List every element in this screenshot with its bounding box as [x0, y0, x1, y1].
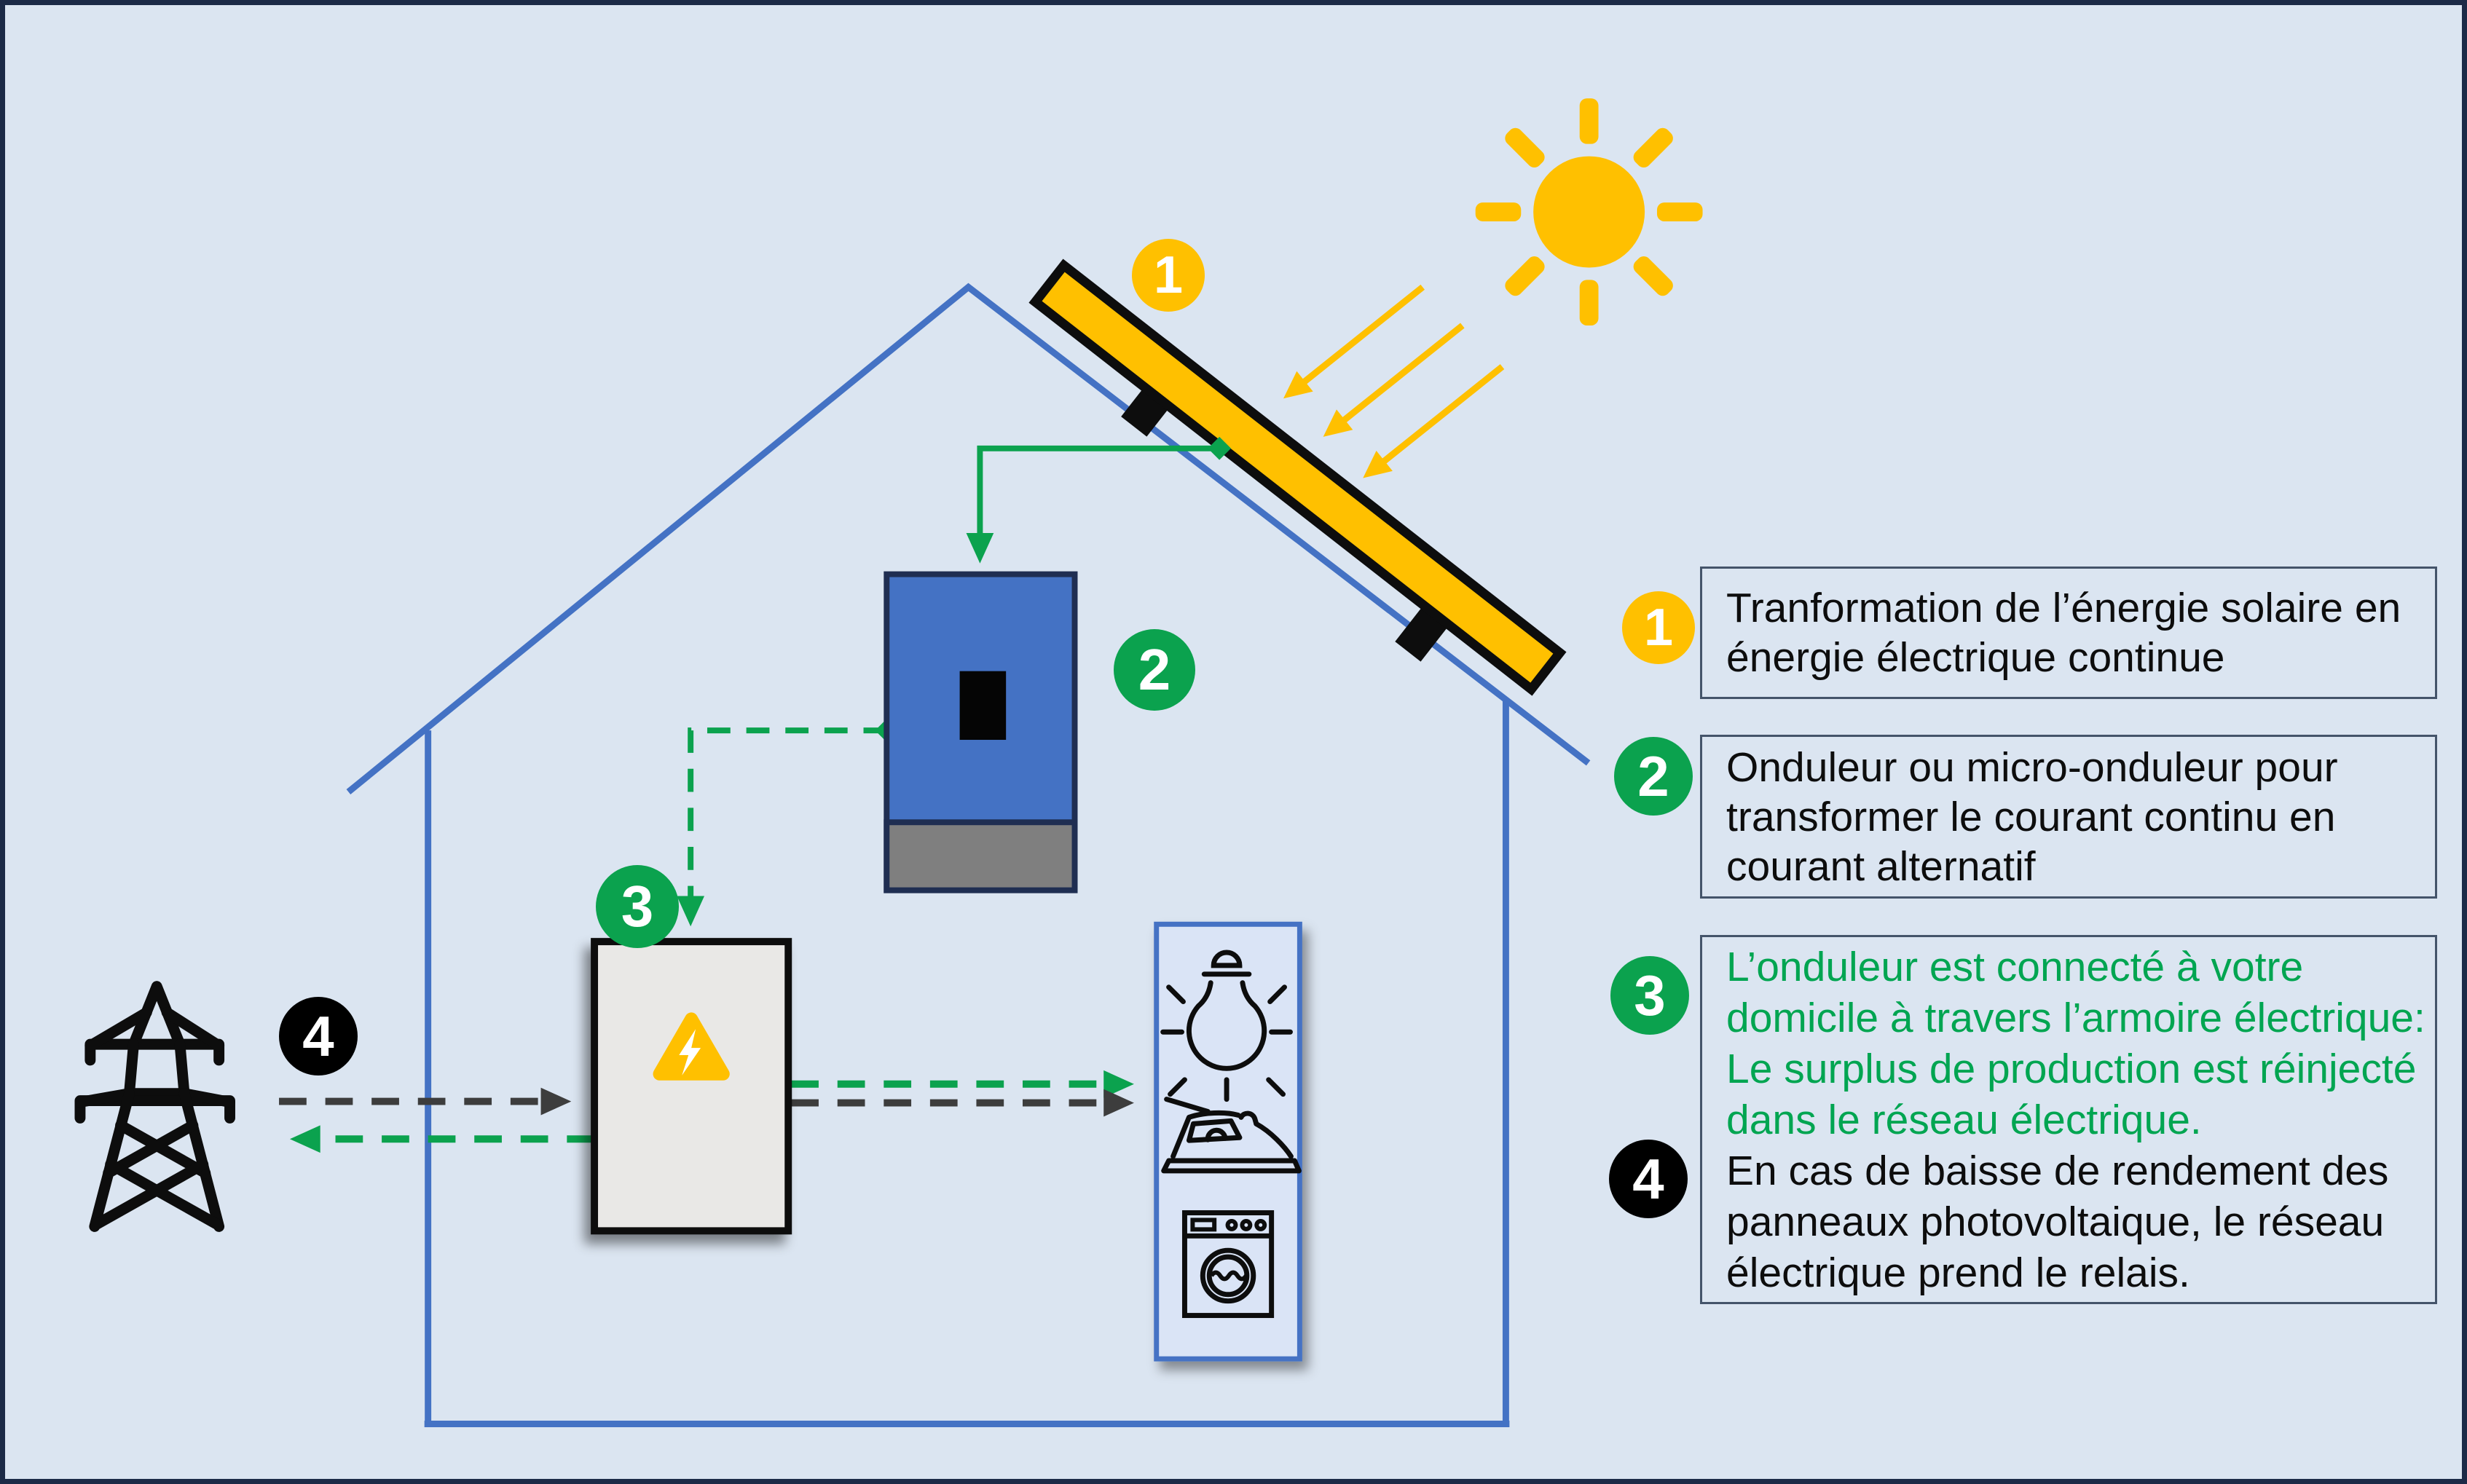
warning-triangle-icon — [653, 1012, 730, 1081]
sun-rays — [1475, 98, 1703, 325]
badge-step-2-number: 2 — [1138, 637, 1171, 702]
house-roof — [346, 283, 1591, 794]
sunlight-arrows — [1283, 284, 1505, 478]
legend-text-2: Onduleur ou micro-onduleur pour transfor… — [1726, 743, 2338, 890]
badge-legend-3: 3 — [1610, 956, 1689, 1035]
legend-text-1: Tranformation de l’énergie solaire en én… — [1726, 585, 2401, 681]
appliances-panel — [1154, 921, 1302, 1362]
inverter-base — [884, 819, 1078, 893]
badge-legend-4-number: 4 — [1632, 1147, 1664, 1211]
badge-legend-2: 2 — [1614, 737, 1693, 816]
solar-panel — [1028, 258, 1567, 696]
sun-icon — [1475, 98, 1703, 325]
inverter-screen — [959, 671, 1007, 741]
badge-step-3: 3 — [596, 865, 679, 948]
badge-legend-1: 1 — [1622, 591, 1695, 664]
badge-legend-3-number: 3 — [1634, 963, 1666, 1027]
light-bulb-icon — [1160, 950, 1293, 1102]
connector-inverter-to-cabinet — [677, 719, 899, 927]
badge-step-4-number: 4 — [302, 1004, 334, 1068]
sunlight-arrow-3 — [1363, 364, 1505, 478]
badge-legend-4: 4 — [1609, 1140, 1688, 1218]
badge-step-1: 1 — [1132, 239, 1205, 312]
legend-box-2: Onduleur ou micro-onduleur pour transfor… — [1700, 735, 2437, 899]
badge-step-3-number: 3 — [621, 874, 654, 939]
badge-legend-2-number: 2 — [1637, 744, 1669, 808]
legend-text-3-green: L’onduleur est connecté à votre domicile… — [1726, 943, 2425, 1143]
badge-legend-1-number: 1 — [1643, 599, 1674, 657]
lightning-bolt — [679, 1029, 701, 1075]
diagram-graphics — [74, 98, 1703, 1427]
cabinet-body — [591, 938, 792, 1235]
badge-step-1-number: 1 — [1153, 246, 1184, 304]
legend-text-3: L’onduleur est connecté à votre domicile… — [1726, 891, 2425, 1349]
badge-step-2: 2 — [1114, 629, 1195, 711]
legend-box-1: Tranformation de l’énergie solaire en én… — [1700, 567, 2437, 699]
badge-step-4: 4 — [279, 997, 358, 1075]
legend-box-3: L’onduleur est connecté à votre domicile… — [1700, 935, 2437, 1304]
connector-panel-to-inverter — [966, 436, 1232, 564]
electrical-cabinet — [591, 938, 792, 1235]
solar-panel-module — [1028, 258, 1567, 696]
iron-icon — [1161, 1097, 1302, 1174]
house-outline — [346, 283, 1591, 1427]
inverter — [884, 571, 1078, 893]
washing-machine-icon — [1181, 1210, 1275, 1319]
legend-text-3-black: En cas de baisse de rendement des pannea… — [1726, 1147, 2389, 1296]
sun-core — [1533, 156, 1645, 268]
sunlight-arrow-1 — [1283, 284, 1425, 399]
sunlight-arrow-2 — [1323, 323, 1465, 437]
pylon-icon — [74, 981, 235, 1232]
